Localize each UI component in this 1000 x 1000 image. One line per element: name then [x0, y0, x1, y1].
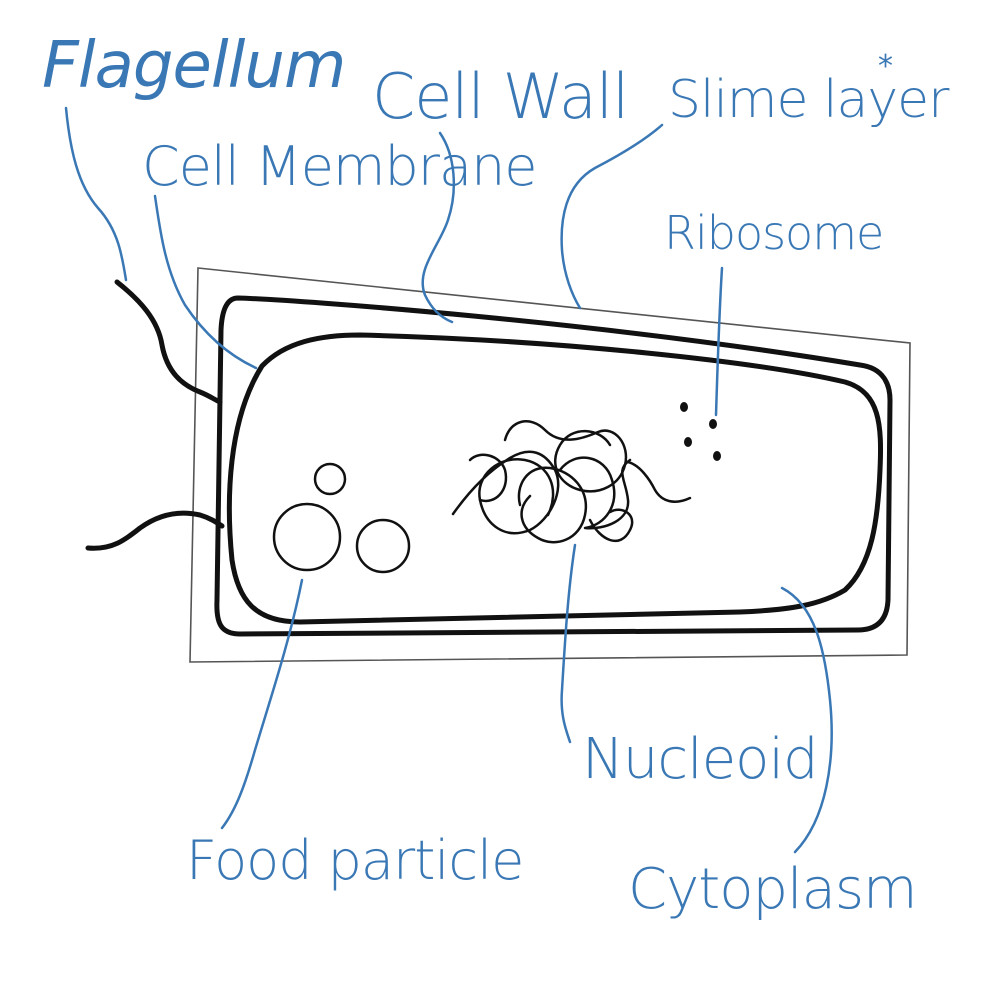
- slime-layer-outline: [189, 267, 911, 663]
- label-cell-wall: Cell Wall: [372, 60, 629, 133]
- leader-cell-membrane: [153, 194, 258, 370]
- label-slime-layer: Slime layer: [668, 70, 950, 130]
- leader-cytoplasm: [780, 586, 833, 854]
- leader-food-particle: [220, 578, 304, 830]
- flagellum-upper: [114, 279, 223, 405]
- flagellum-lower: [85, 510, 225, 551]
- nucleoid-tangle: [451, 420, 692, 544]
- food-particle-small: [313, 462, 347, 496]
- leader-nucleoid: [560, 543, 577, 744]
- cell-membrane-outline: [226, 332, 884, 625]
- slime-layer-asterisk: *: [878, 49, 893, 84]
- leader-cell-wall: [421, 131, 456, 324]
- food-particle-medium: [355, 518, 411, 574]
- leader-slime-layer: [560, 123, 664, 310]
- cell-wall-outline: [214, 295, 893, 637]
- label-ribosome: Ribosome: [664, 206, 884, 260]
- label-food-particle: Food particle: [186, 829, 524, 892]
- ribosome-dots: [680, 402, 721, 461]
- label-nucleoid: Nucleoid: [582, 727, 819, 792]
- leader-flagellum: [64, 106, 128, 282]
- label-cell-membrane: Cell Membrane: [142, 135, 538, 198]
- label-cytoplasm: Cytoplasm: [628, 857, 918, 922]
- food-particle-large: [272, 502, 342, 572]
- leader-ribosome: [714, 266, 724, 417]
- label-flagellum: Flagellum: [42, 29, 346, 103]
